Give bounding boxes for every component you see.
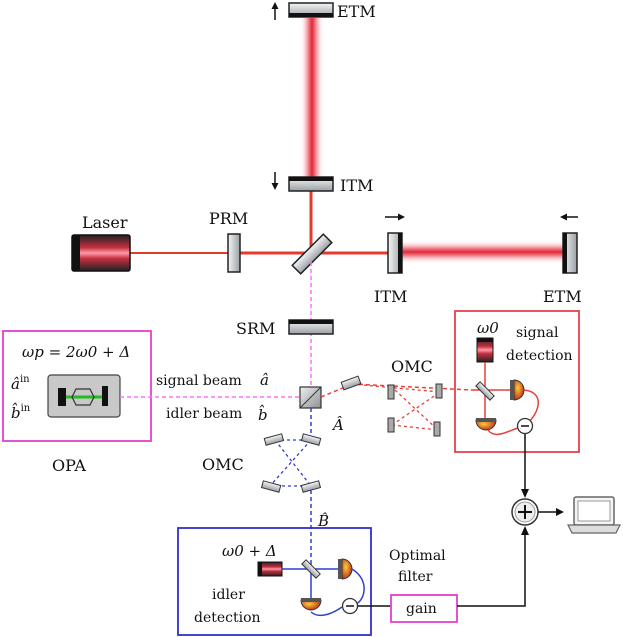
laser-source <box>71 234 131 272</box>
idler-detector-wire-2 <box>310 606 343 617</box>
opa-label: OPA <box>52 456 86 475</box>
etm-right-mirror <box>562 232 578 274</box>
vertical-arm-beam <box>300 18 324 178</box>
itm-horizontal-mirror <box>387 232 403 274</box>
prm-mirror <box>227 233 241 273</box>
signal-detection-label-2: detection <box>506 348 573 364</box>
etm-right-arrow-icon <box>560 213 578 221</box>
sum-node-icon <box>511 498 539 526</box>
omc-signal-label: OMC <box>391 357 433 376</box>
omc-signal-cavity <box>340 375 443 437</box>
gain-box <box>390 594 458 623</box>
prm-label: PRM <box>209 209 248 228</box>
etm-top-arrow-icon <box>271 2 279 20</box>
omc-idler-cavity <box>260 433 322 493</box>
signal-photodetector-2-icon <box>475 418 497 431</box>
pump-relation-label: ωp = 2ω0 + Δ <box>22 343 130 361</box>
optimal-filter-label-1: Optimal <box>389 548 446 564</box>
idler-detection-label-2: detection <box>194 610 261 626</box>
idler-homodyne-bs <box>301 559 321 579</box>
itm-vertical-arrow-icon <box>271 172 279 190</box>
opa-crystal <box>47 374 121 418</box>
gain-label: gain <box>406 601 437 617</box>
pbs-cube <box>299 386 322 409</box>
etm-right-label: ETM <box>543 287 582 306</box>
horizontal-arm-beam <box>400 240 565 264</box>
idler-op-label: b̂ <box>258 405 268 424</box>
idler-subtractor-icon <box>341 597 359 615</box>
signal-lo-label: ω0 <box>477 319 499 337</box>
signal-lo-laser <box>476 337 494 363</box>
signal-to-sum-wire <box>521 434 529 498</box>
beam-splitter <box>291 233 333 275</box>
idler-detection-box <box>177 527 372 636</box>
sum-to-computer-wire <box>538 508 564 516</box>
idler-detector-wire-1 <box>351 568 365 605</box>
idler-detection-label-1: idler <box>212 587 245 603</box>
signal-subtractor-icon <box>516 417 534 435</box>
computer-icon <box>567 496 621 534</box>
srm-mirror <box>288 319 334 335</box>
idler-beam-label: idler beam <box>166 406 242 422</box>
signal-path-beam-2 <box>351 383 473 391</box>
A-hat-label: Â <box>331 416 344 434</box>
a-in-label: âin <box>11 374 30 393</box>
signal-op-label: â <box>260 371 269 389</box>
signal-detector-wire-2 <box>487 427 519 436</box>
laser-label: Laser <box>82 213 128 232</box>
itm-horizontal-label: ITM <box>374 287 407 306</box>
idler-photodetector-2-icon <box>300 598 322 611</box>
idler-lo-laser <box>257 561 283 577</box>
idler-photodetector-1-icon <box>338 558 353 580</box>
opa-box <box>2 330 152 442</box>
idler-lo-label: ω0 + Δ <box>222 542 277 560</box>
signal-detection-label-1: signal <box>516 325 559 341</box>
itm-vertical-mirror <box>288 176 334 192</box>
signal-detection-box <box>454 310 580 453</box>
itm-horizontal-arrow-icon <box>385 213 405 221</box>
B-hat-label: B̂ <box>317 512 329 530</box>
b-in-label: b̂in <box>11 403 31 422</box>
omc-idler-label: OMC <box>202 455 244 474</box>
gain-to-sum-wire <box>457 526 529 607</box>
optimal-filter-label-2: filter <box>398 569 433 585</box>
signal-beam-label: signal beam <box>156 373 242 389</box>
etm-top-label: ETM <box>337 2 376 21</box>
srm-label: SRM <box>236 319 275 338</box>
etm-top-mirror <box>288 2 334 18</box>
signal-photodetector-1-icon <box>510 379 525 401</box>
signal-homodyne-bs <box>475 381 495 401</box>
signal-path-beam <box>320 384 351 398</box>
itm-vertical-label: ITM <box>340 176 373 195</box>
